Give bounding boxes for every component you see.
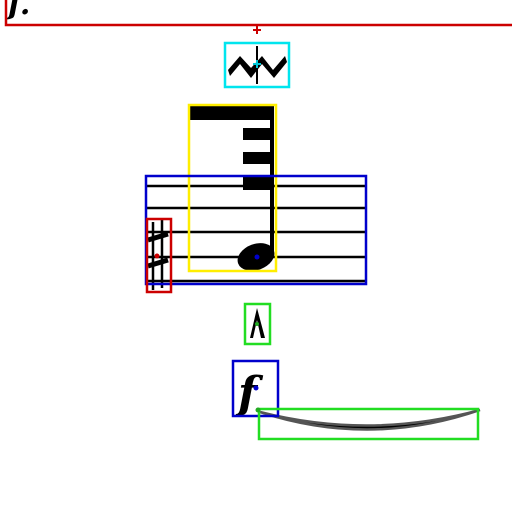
marker-top [253,26,261,34]
sharp-icon [147,220,169,290]
annotation-box-note [187,103,278,273]
slur-icon [259,408,481,431]
annotation-box-mordent [223,41,291,89]
note-flag [243,152,274,164]
eighth-note-icon [190,106,275,271]
note-flag [243,128,274,140]
staff [147,184,366,283]
marker-dynamic [253,385,259,391]
note-beam [190,106,274,120]
annotation-layer [4,0,512,441]
marker-mordent [253,60,261,68]
annotation-box-top [4,0,512,27]
annotation-box-slur [257,407,480,441]
marker-note [254,254,260,260]
marcato-icon [250,308,265,338]
top-partial-text: f. [6,0,30,22]
marker-slur [255,407,261,413]
annotation-box-dynamic [231,359,280,418]
annotation-box-sharp [145,217,173,294]
marker-sharp [154,253,160,259]
note-stem [270,106,274,256]
note-flag [243,176,274,190]
marker-accent [255,322,259,326]
annotation-box-accent [243,302,272,346]
center-markers [154,26,261,413]
